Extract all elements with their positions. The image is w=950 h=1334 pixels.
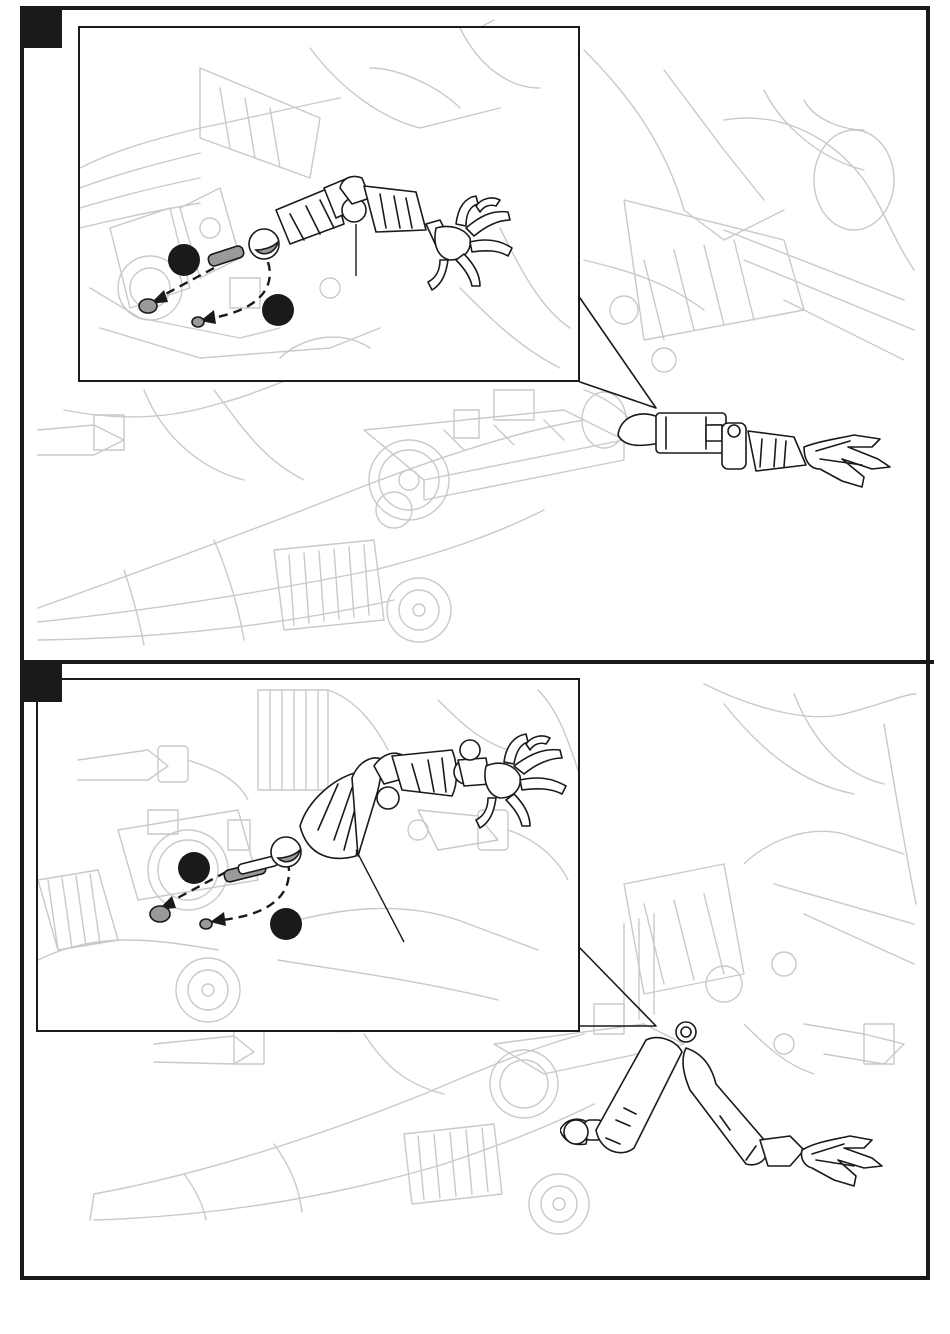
numbered-dot-2: [262, 294, 294, 326]
numbered-dot-1: [178, 852, 210, 884]
step-1-callout-connector: [570, 290, 670, 420]
step-2-badge: [24, 664, 62, 702]
step-1-badge: [24, 10, 62, 48]
step-2-callout: [36, 678, 580, 1032]
arm-attach-detail-2: [38, 680, 580, 1032]
step-2-callout-connector: [572, 940, 672, 1040]
arm-attach-detail-1: [80, 28, 580, 382]
step-1-callout: [78, 26, 580, 382]
step-2-attached-arm: [560, 1020, 900, 1200]
numbered-dot-1: [168, 244, 200, 276]
numbered-dot-2: [270, 908, 302, 940]
